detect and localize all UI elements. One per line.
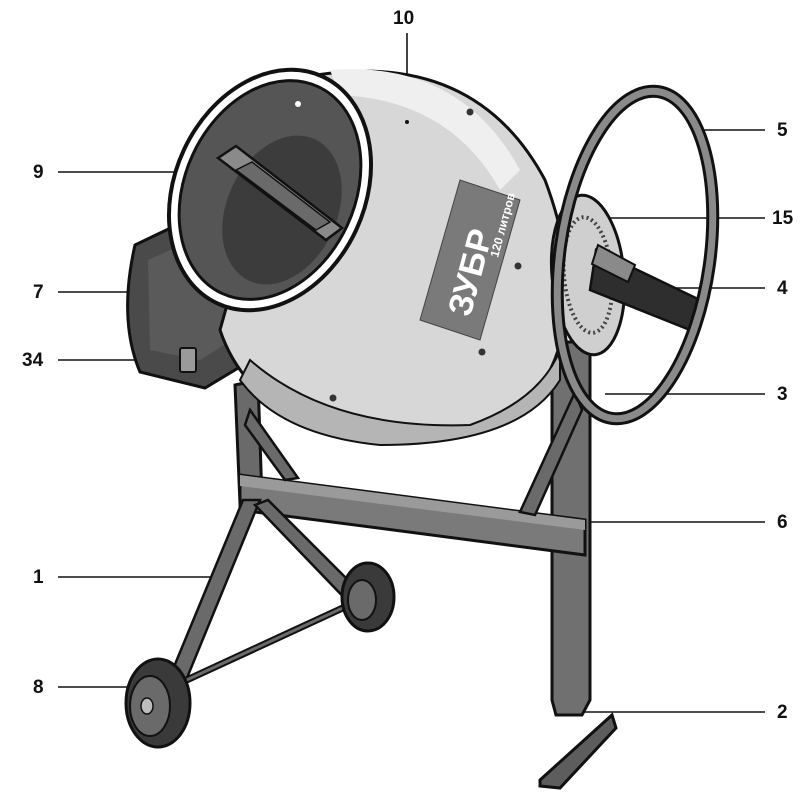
label-9: 9 bbox=[33, 162, 44, 183]
brand-plate: ЗУБР 120 литров bbox=[419, 179, 521, 341]
power-switch bbox=[179, 347, 197, 373]
label-6: 6 bbox=[777, 512, 788, 533]
mixing-blade bbox=[215, 144, 345, 242]
drive-shaft bbox=[588, 243, 702, 332]
label-2: 2 bbox=[777, 702, 788, 723]
label-5: 5 bbox=[777, 120, 788, 141]
callout-dots bbox=[405, 120, 409, 124]
wheel-front bbox=[124, 657, 192, 749]
label-4: 4 bbox=[777, 278, 788, 299]
handwheel bbox=[550, 84, 720, 426]
wheel-legs bbox=[163, 498, 370, 694]
wheel-back bbox=[340, 561, 396, 633]
label-3: 3 bbox=[777, 384, 788, 405]
label-15: 15 bbox=[772, 208, 794, 229]
label-1: 1 bbox=[33, 567, 44, 588]
label-8: 8 bbox=[33, 677, 44, 698]
label-10: 10 bbox=[393, 8, 415, 29]
label-34: 34 bbox=[22, 350, 44, 371]
stand-frame bbox=[233, 340, 618, 790]
label-7: 7 bbox=[33, 282, 44, 303]
